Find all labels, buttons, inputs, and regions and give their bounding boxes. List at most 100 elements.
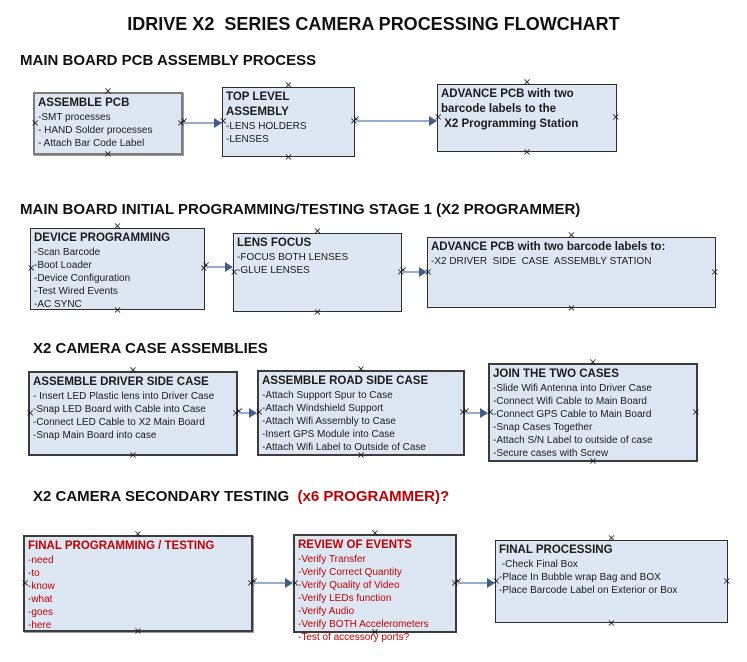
box-items: -need-to-know-what-goes-here xyxy=(28,554,248,632)
box-title: ASSEMBLE DRIVER SIDE CASE xyxy=(33,376,209,388)
connection-point-icon: × xyxy=(128,450,138,461)
box-title: ASSEMBLE ROAD SIDE CASE xyxy=(262,375,429,387)
box-item-text: -Check Final Box xyxy=(499,559,578,570)
connection-point-icon: × xyxy=(284,152,293,163)
box-items: -X2 DRIVER SIDE CASE ASSEMBLY STATION xyxy=(431,255,712,268)
box-item-text: -GLUE LENSES xyxy=(237,265,310,276)
box-title: TOP LEVEL ASSEMBLY xyxy=(226,91,293,118)
box-items: - Insert LED Plastic lens into Driver Ca… xyxy=(33,390,233,442)
flow-box-advance-pcb-programming-station[interactable]: ADVANCE PCB with two barcode labels to t… xyxy=(434,78,620,158)
flow-box-lens-focus[interactable]: LENS FOCUS -FOCUS BOTH LENSES-GLUE LENSE… xyxy=(230,227,405,318)
connector-line xyxy=(466,412,482,414)
flow-box-assemble-pcb[interactable]: ASSEMBLE PCB -SMT processes- HAND Solder… xyxy=(31,87,185,160)
box-item-text: -FOCUS BOTH LENSES xyxy=(237,252,349,263)
page-title: IDRIVE X2 SERIES CAMERA PROCESSING FLOWC… xyxy=(127,14,620,34)
connector-arrow-row1-a[interactable]: × xyxy=(180,117,222,128)
box-item-text: -Snap Main Board into case xyxy=(33,430,157,441)
connection-point-icon: × xyxy=(710,266,719,278)
connector-endpoint-icon: × xyxy=(235,407,243,417)
box-item-text: -Connect Wifi Cable to Main Board xyxy=(493,396,647,407)
arrowhead-icon xyxy=(214,118,222,128)
connection-point-icon: × xyxy=(588,357,598,368)
box-item-text: -Verify Correct Quantity xyxy=(298,567,402,578)
flow-box-join-the-two-cases[interactable]: JOIN THE TWO CASES -Slide Wifi Antenna i… xyxy=(486,358,700,467)
box-items: -Attach Support Spur to Case-Attach Wind… xyxy=(262,389,460,454)
box-item-text: - Insert LED Plastic lens into Driver Ca… xyxy=(33,391,215,402)
box-item-text: - Attach Bar Code Label xyxy=(38,138,145,149)
box-item-text: -Boot Loader xyxy=(34,260,92,271)
box-item-text: -Snap LED Board with Cable into Case xyxy=(33,404,206,415)
box-item-text: -Scan Barcode xyxy=(34,247,101,258)
connection-point-icon: × xyxy=(103,86,113,97)
connection-point-icon: × xyxy=(128,365,138,376)
connection-point-icon: × xyxy=(313,307,322,318)
box-item-text: -Attach Wifi Label to Outside of Case xyxy=(262,442,426,453)
box-item-text: -Verify Audio xyxy=(298,606,355,617)
connector-line xyxy=(403,271,421,273)
connector-arrow-row2-b[interactable]: × xyxy=(399,266,427,277)
connector-line xyxy=(239,412,251,414)
box-title: ASSEMBLE PCB xyxy=(38,97,130,109)
connector-line xyxy=(458,582,489,584)
connection-point-icon: × xyxy=(356,364,366,375)
box-title: FINAL PROGRAMMING / TESTING xyxy=(28,540,215,552)
connector-endpoint-icon: × xyxy=(250,577,258,587)
flow-box-top-level-assembly[interactable]: TOP LEVEL ASSEMBLY -LENS HOLDERS-LENSES … xyxy=(219,81,358,163)
connection-point-icon: × xyxy=(607,533,616,544)
flow-box-review-of-events[interactable]: REVIEW OF EVENTS -Verify Transfer-Verify… xyxy=(291,529,459,644)
box-item-text: -know xyxy=(28,581,55,592)
arrowhead-icon xyxy=(429,116,437,126)
arrowhead-icon xyxy=(225,262,233,272)
box-item-text: -what xyxy=(28,594,53,605)
connection-point-icon: × xyxy=(567,303,576,314)
box-item-text: -Attach Support Spur to Case xyxy=(262,390,393,401)
connector-arrow-row2-a[interactable]: × xyxy=(202,261,233,272)
box-item-text: -Verify Transfer xyxy=(298,554,366,565)
connector-endpoint-icon: × xyxy=(462,407,470,417)
arrowhead-icon xyxy=(480,408,488,418)
arrowhead-icon xyxy=(285,578,293,588)
box-items: -SMT processes- HAND Solder processes- A… xyxy=(38,111,178,150)
connection-point-icon: × xyxy=(113,221,122,232)
box-item-text: -Device Configuration xyxy=(34,273,131,284)
connector-arrow-row4-a[interactable]: × xyxy=(250,577,293,588)
connection-point-icon: × xyxy=(567,230,576,241)
connector-arrow-row4-b[interactable]: × xyxy=(454,577,495,588)
box-items: -FOCUS BOTH LENSES -GLUE LENSES xyxy=(237,251,398,277)
connector-arrow-row3-b[interactable]: × xyxy=(462,407,488,418)
connector-endpoint-icon: × xyxy=(180,117,188,127)
flow-box-final-programming-testing[interactable]: FINAL PROGRAMMING / TESTING -need-to-kno… xyxy=(21,530,255,637)
box-items: -Slide Wifi Antenna into Driver Case -Con… xyxy=(493,382,693,460)
box-title: DEVICE PROGRAMMING xyxy=(34,232,171,244)
connection-point-icon: × xyxy=(607,618,616,629)
box-item-text: -Secure cases with Screw xyxy=(493,448,609,459)
flow-box-assemble-driver-side-case[interactable]: ASSEMBLE DRIVER SIDE CASE - Insert LED P… xyxy=(26,366,240,461)
box-items: -Check Final Box-Place In Bubble wrap Ba… xyxy=(499,558,724,597)
arrowhead-icon xyxy=(249,408,257,418)
connection-point-icon: × xyxy=(284,80,293,91)
connection-point-icon: × xyxy=(313,226,322,237)
section-heading-secondary-testing: X2 CAMERA SECONDARY TESTING (x6 PROGRAMM… xyxy=(33,488,449,505)
flow-box-assemble-road-side-case[interactable]: ASSEMBLE ROAD SIDE CASE -Attach Support … xyxy=(255,365,467,461)
box-item-text: -Slide Wifi Antenna into Driver Case xyxy=(493,383,652,394)
box-item-text: -here xyxy=(28,620,52,631)
arrowhead-icon xyxy=(419,267,427,277)
box-item-text: -LENSES xyxy=(226,134,269,145)
box-title: JOIN THE TWO CASES xyxy=(493,368,619,380)
box-item-text: -to xyxy=(28,568,40,579)
connection-point-icon: × xyxy=(522,147,532,158)
box-item-text: -Verify LEDs function xyxy=(298,593,392,604)
connector-line xyxy=(356,120,431,122)
connector-endpoint-icon: × xyxy=(399,266,407,276)
box-item-text: -Test of accessory ports? xyxy=(298,632,410,643)
box-item-text: -Verify BOTH Accelerometers xyxy=(298,619,429,630)
connector-arrow-row3-a[interactable]: × xyxy=(235,407,257,418)
flow-box-advance-pcb-driver-side-station[interactable]: ADVANCE PCB with two barcode labels to: … xyxy=(424,231,719,314)
section-heading-case-assemblies: X2 CAMERA CASE ASSEMBLIES xyxy=(33,340,268,357)
flow-box-final-processing[interactable]: FINAL PROCESSING -Check Final Box-Place … xyxy=(492,534,731,629)
connector-arrow-row1-b[interactable]: × xyxy=(352,115,437,126)
box-item-text: -Place Barcode Label on Exterior or Box xyxy=(499,585,678,596)
section-heading-pcb-assembly: MAIN BOARD PCB ASSEMBLY PROCESS xyxy=(20,52,317,69)
flow-box-device-programming[interactable]: DEVICE PROGRAMMING -Scan Barcode -Boot Lo… xyxy=(27,222,208,316)
connector-endpoint-icon: × xyxy=(454,577,462,587)
